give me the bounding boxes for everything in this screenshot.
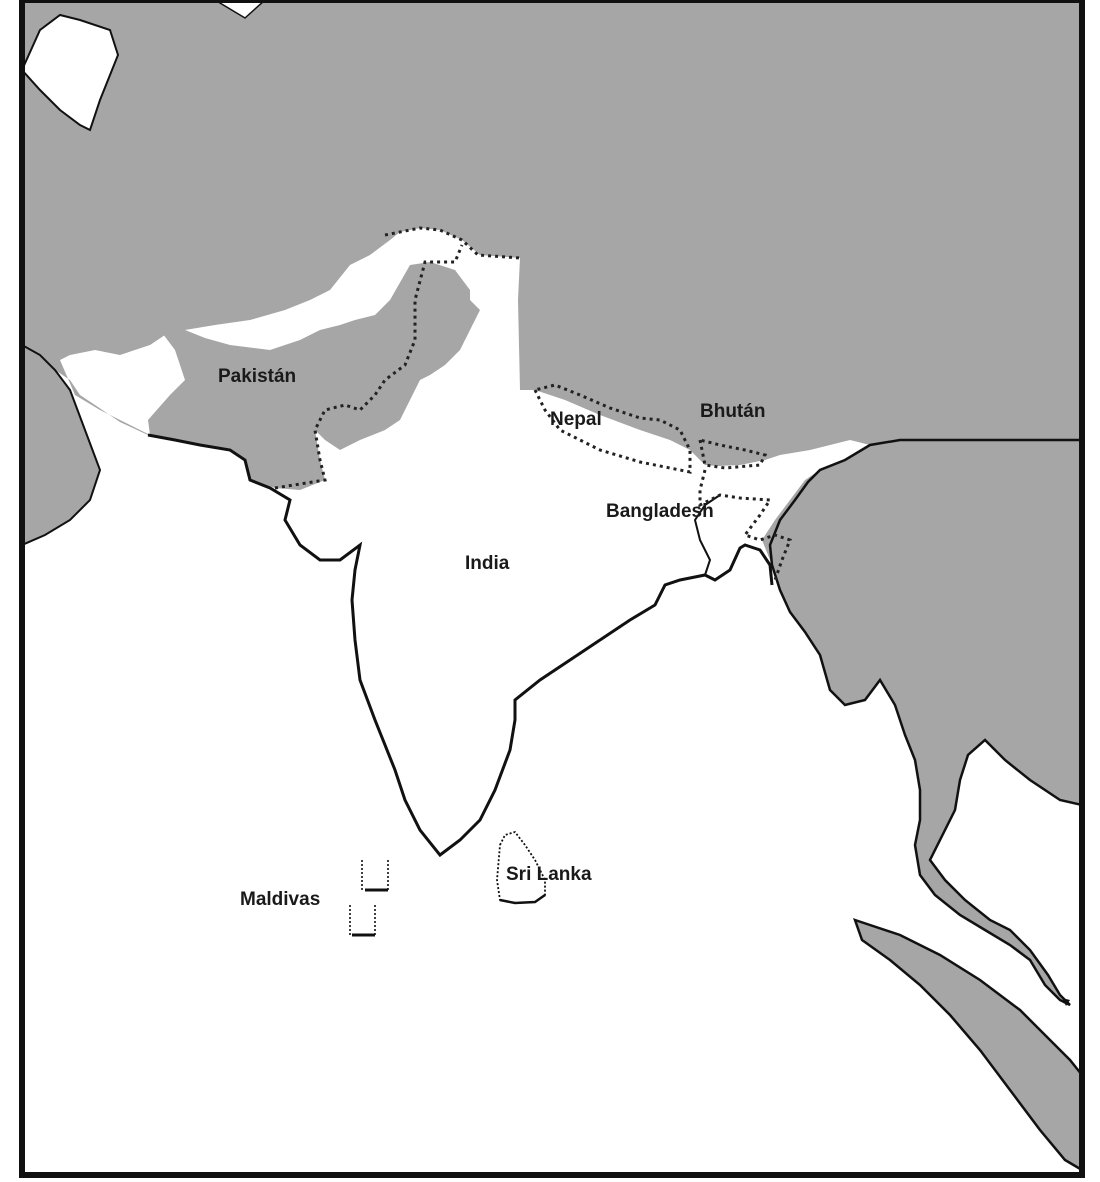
border-bhutan [698, 437, 768, 470]
sri-lanka-coast [499, 893, 546, 905]
white-land-northwest [22, 13, 120, 132]
shaded-land-west [22, 343, 102, 547]
shaded-land-southeast [768, 438, 1082, 1007]
label-india: India [465, 553, 510, 574]
label-bhutan: Bhután [700, 401, 765, 422]
border-nepal [533, 383, 692, 474]
sri-lanka-outline [496, 830, 546, 904]
label-pakistan: Pakistán [218, 366, 296, 387]
map-frame [19, 0, 1085, 1178]
maldives-islands [349, 860, 389, 937]
bangladesh-coast [693, 494, 721, 576]
label-maldivas: Maldivas [240, 889, 320, 910]
label-nepal: Nepal [550, 409, 602, 430]
label-sri-lanka: Sri Lanka [506, 864, 592, 885]
border-india-pakistan [274, 244, 464, 490]
shaded-island-sumatra [852, 918, 1082, 1172]
island-malacca [1062, 998, 1070, 1006]
border-bangladesh [698, 469, 792, 581]
label-bangladesh: Bangladesh [606, 501, 714, 522]
border-kashmir [384, 226, 521, 260]
white-land-northwest-tip [213, 0, 267, 19]
